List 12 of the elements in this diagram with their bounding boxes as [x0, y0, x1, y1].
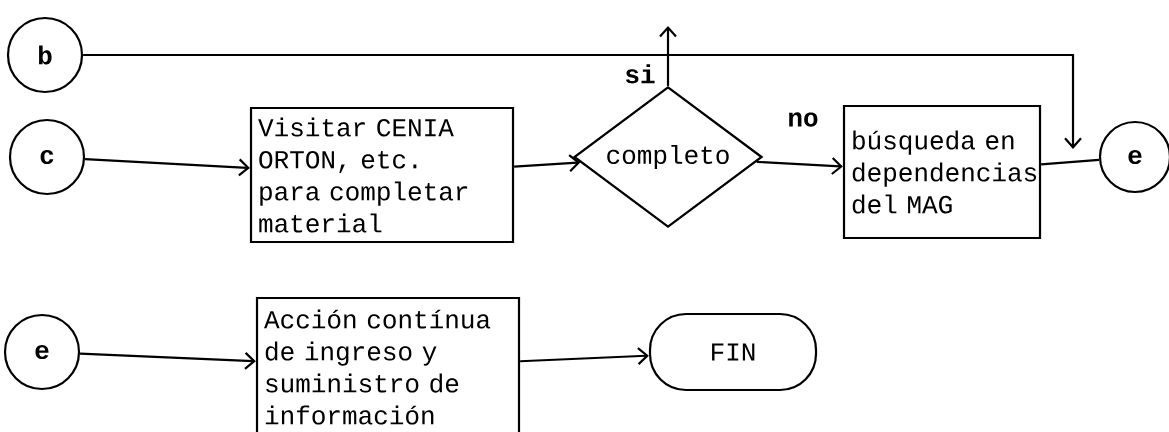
arrow: [514, 154, 581, 172]
arrow: [520, 347, 649, 365]
arrow: [659, 25, 677, 86]
arrow: [80, 352, 256, 370]
process-box: Visitar CENIA ORTON, etc. para completar material: [249, 106, 515, 244]
process-box: Acción contínua de ingreso y suministro de información: [255, 296, 521, 432]
arrow: [756, 157, 843, 175]
arrow: [85, 157, 250, 177]
arrow: [83, 53, 1082, 149]
edge-label: no: [786, 111, 820, 128]
process-box: búsqueda en dependencias del MAG: [842, 104, 1042, 240]
edge-label: si: [623, 63, 657, 85]
